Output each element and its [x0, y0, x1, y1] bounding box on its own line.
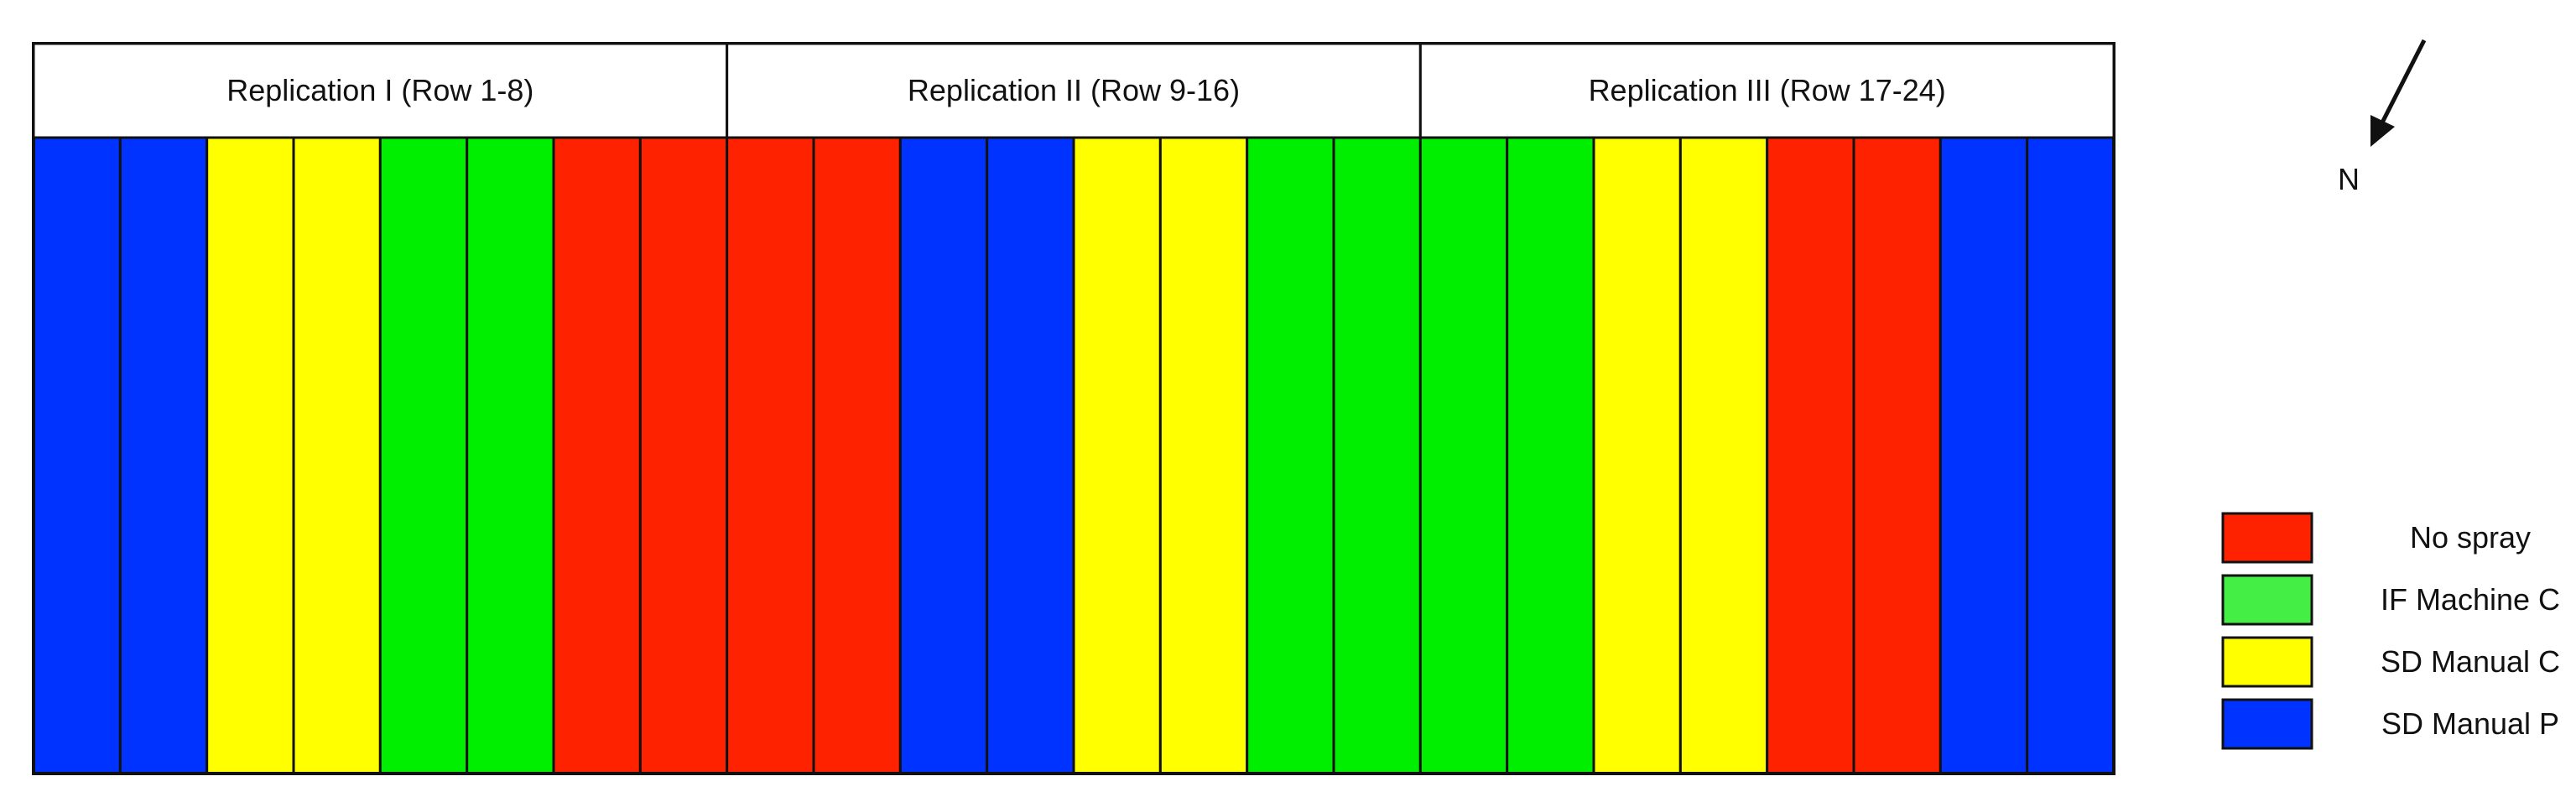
replication-header-box: [32, 42, 729, 139]
plot-row-11: [898, 136, 989, 775]
north-arrow-icon: [2370, 39, 2427, 147]
plot-row-5: [378, 136, 469, 775]
plot-row-15: [1246, 136, 1335, 775]
plot-row-16: [1332, 136, 1422, 775]
legend-swatch: [2221, 574, 2313, 626]
north-label: N: [2338, 162, 2360, 196]
legend-swatch: [2221, 512, 2313, 564]
plot-row-19: [1592, 136, 1682, 775]
plot-row-13: [1072, 136, 1162, 775]
legend-swatch: [2221, 636, 2313, 688]
north-indicator: N: [2338, 39, 2427, 196]
replication-header-label: Replication II (Row 9-16): [908, 73, 1240, 107]
plot-row-10: [812, 136, 902, 775]
replication-header-label: Replication III (Row 17-24): [1589, 73, 1946, 107]
legend: No spray IF Machine C SD Manual C SD Manual…: [2221, 512, 2560, 750]
replication-header-box: [726, 42, 1422, 139]
field-plot: [32, 42, 2115, 775]
plot-row-18: [1506, 136, 1595, 775]
replication-header-box: [1418, 42, 2115, 139]
plot-row-6: [466, 136, 555, 775]
legend-label: No spray: [2410, 520, 2531, 555]
legend-label: SD Manual P: [2381, 706, 2559, 741]
plot-row-9: [726, 136, 815, 775]
plot-row-17: [1418, 136, 1509, 775]
legend-swatch: [2221, 698, 2313, 750]
plot-row-8: [638, 136, 729, 775]
plot-row-12: [986, 136, 1075, 775]
plot-row-7: [552, 136, 642, 775]
legend-label: SD Manual C: [2381, 644, 2560, 679]
plot-row-1: [32, 136, 122, 775]
replication-header-label: Replication I (Row 1-8): [226, 73, 533, 107]
plot-row-22: [1852, 136, 1942, 775]
plot-row-20: [1678, 136, 1769, 775]
legend-label: IF Machine C: [2381, 582, 2560, 617]
plot-row-23: [1939, 136, 2029, 775]
plot-row-4: [292, 136, 382, 775]
replication-headers: Replication I (Row 1-8) Replication II (R…: [32, 42, 2115, 139]
plot-row-14: [1158, 136, 1249, 775]
plot-row-3: [206, 136, 295, 775]
plot-row-2: [118, 136, 209, 775]
plot-row-24: [2026, 136, 2115, 775]
plot-row-21: [1766, 136, 1855, 775]
